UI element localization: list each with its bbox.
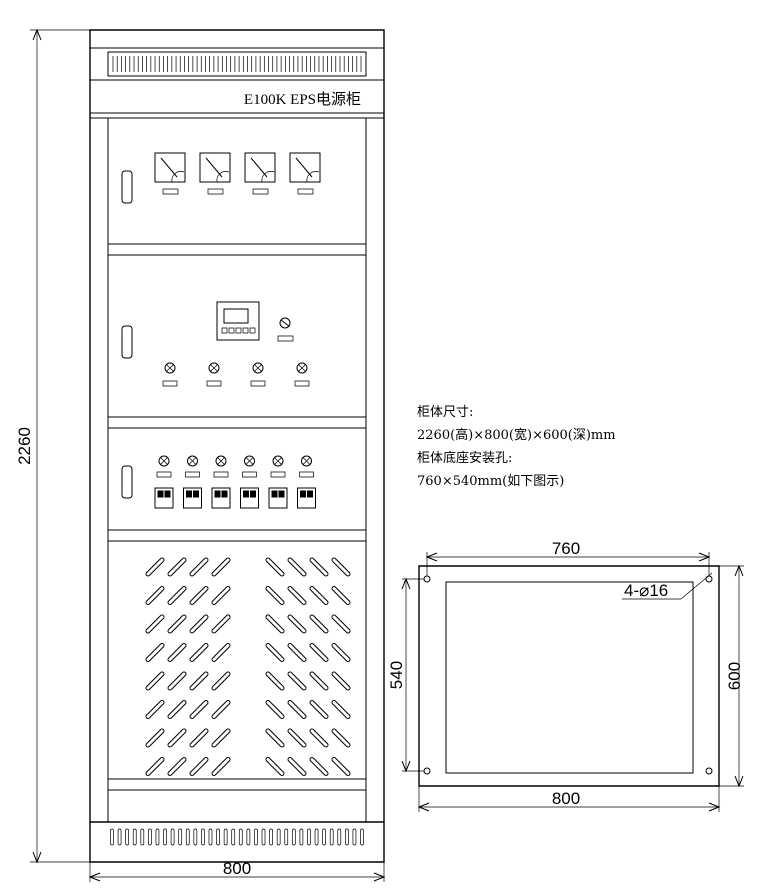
spec-line-4: 760×540mm(如下图示) xyxy=(417,474,565,489)
spec-line-1: 柜体尺寸: xyxy=(417,405,474,420)
height-dim-label: 2260 xyxy=(15,427,34,465)
meter-2 xyxy=(200,153,230,194)
breaker-panel xyxy=(108,456,366,541)
mount-hole-br xyxy=(706,768,712,774)
indicator-lamp-3 xyxy=(251,363,265,386)
cabinet-front: E100K EPS电源柜 xyxy=(90,30,384,862)
controller-display xyxy=(217,302,259,340)
meter-1 xyxy=(155,153,185,194)
height-dimension: 2260 xyxy=(15,30,90,862)
control-panel xyxy=(108,302,366,428)
breaker-6 xyxy=(298,456,316,508)
hole-spec-label: 4-⌀16 xyxy=(624,581,668,600)
indicator-lamp-4 xyxy=(295,363,309,386)
door-handle-3 xyxy=(122,466,132,498)
indicator-lamp-1 xyxy=(163,363,177,386)
meter-panel xyxy=(108,153,366,255)
indicator-lamp-2 xyxy=(207,363,221,386)
door-handle-2 xyxy=(122,326,132,358)
plan-top-dim-label: 760 xyxy=(552,539,580,558)
width-dimension: 800 xyxy=(90,859,384,882)
cabinet-title: E100K EPS电源柜 xyxy=(244,91,361,108)
spec-line-3: 柜体底座安装孔: xyxy=(417,451,513,466)
breaker-5 xyxy=(269,456,287,508)
spec-line-2: 2260(高)×800(宽)×600(深)mm xyxy=(417,428,616,443)
selector-switch xyxy=(278,318,293,341)
bottom-vent-slots xyxy=(111,829,364,845)
cabinet-specs: 柜体尺寸: 2260(高)×800(宽)×600(深)mm 柜体底座安装孔: 7… xyxy=(417,401,647,493)
door-handle-1 xyxy=(122,171,132,203)
width-dim-label: 800 xyxy=(223,859,251,878)
breaker-4 xyxy=(241,456,259,508)
plan-right-dim-label: 600 xyxy=(725,662,744,690)
breaker-1 xyxy=(155,456,173,508)
base-plan: 760 800 540 600 4-⌀16 xyxy=(387,539,744,812)
meter-4 xyxy=(290,153,320,194)
louvre-panel xyxy=(108,560,366,790)
plan-left-dim-label: 540 xyxy=(387,661,406,689)
mount-hole-bl xyxy=(424,768,430,774)
breaker-2 xyxy=(184,456,202,508)
plan-bottom-dim-label: 800 xyxy=(552,789,580,808)
mount-hole-tl xyxy=(424,576,430,582)
top-vent-slots xyxy=(113,56,361,72)
breaker-3 xyxy=(212,456,230,508)
meter-3 xyxy=(245,153,275,194)
